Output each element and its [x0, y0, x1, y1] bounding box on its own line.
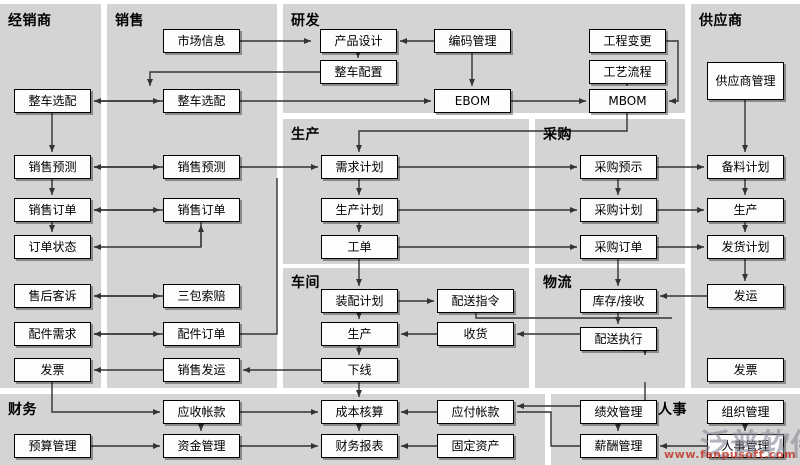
node-p-work-order[interactable]: 工单	[321, 235, 398, 259]
node-r-eng-change[interactable]: 工程变更	[589, 29, 666, 53]
node-d-after-sales[interactable]: 售后客诉	[14, 284, 91, 308]
node-w-delivery-order[interactable]: 配送指令	[437, 289, 514, 313]
node-s-sales-forecast[interactable]: 销售预测	[163, 155, 240, 179]
panel-title-hr: 人事	[658, 402, 687, 418]
node-w-offline[interactable]: 下线	[321, 358, 398, 382]
connector-s-sales-order-back-to-d-order-status	[94, 222, 202, 250]
node-p-prod-plan[interactable]: 生产计划	[321, 198, 398, 222]
panel-title-finance: 财务	[8, 402, 37, 418]
node-sup-invoice[interactable]: 发票	[707, 358, 784, 382]
panel-title-purchase: 采购	[543, 127, 572, 143]
node-s-vehicle-config[interactable]: 整车选配	[163, 89, 240, 113]
node-sup-material-plan[interactable]: 备料计划	[707, 155, 784, 179]
node-s-market-info[interactable]: 市场信息	[163, 29, 240, 53]
node-d-sales-order[interactable]: 销售订单	[14, 198, 91, 222]
node-d-sales-forecast[interactable]: 销售预测	[14, 155, 91, 179]
node-f-budget[interactable]: 预算管理	[14, 434, 91, 458]
node-f-fin-report[interactable]: 财务报表	[321, 434, 398, 458]
node-sup-production[interactable]: 生产	[707, 198, 784, 222]
node-f-ar[interactable]: 应收帐款	[163, 400, 240, 424]
node-l-delivery-exec[interactable]: 配送执行	[580, 327, 657, 351]
node-f-fund-mgmt[interactable]: 资金管理	[163, 434, 240, 458]
node-sup-ship-plan[interactable]: 发货计划	[707, 235, 784, 259]
node-r-code-mgmt[interactable]: 编码管理	[434, 29, 511, 53]
node-pu-order[interactable]: 采购订单	[580, 235, 657, 259]
connector-mbom-to-demand-to-p-demand-plan	[356, 113, 628, 152]
node-pu-plan[interactable]: 采购计划	[580, 198, 657, 222]
node-d-order-status[interactable]: 订单状态	[14, 235, 91, 259]
node-w-assembly-plan[interactable]: 装配计划	[321, 289, 398, 313]
node-r-mbom[interactable]: MBOM	[589, 89, 666, 113]
connector-r-eng-change-to-r-mbom	[666, 40, 679, 104]
node-h-salary-mgmt[interactable]: 薪酬管理	[580, 434, 657, 458]
panel-title-dealer: 经销商	[8, 13, 52, 29]
connector-r-vehicle-config-to-s-vehicle-config	[147, 71, 320, 86]
panel-title-rd: 研发	[291, 13, 320, 29]
node-w-receiving[interactable]: 收货	[437, 322, 514, 346]
connector-s-parts-order-to-right-bus	[240, 178, 278, 335]
node-d-invoice[interactable]: 发票	[14, 358, 91, 382]
panel-title-workshop: 车间	[291, 275, 320, 291]
node-h-org-mgmt[interactable]: 组织管理	[707, 400, 784, 424]
node-f-fixed-asset[interactable]: 固定资产	[437, 434, 514, 458]
node-s-sales-order[interactable]: 销售订单	[163, 198, 240, 222]
node-pu-forecast[interactable]: 采购预示	[580, 155, 657, 179]
node-r-product-design[interactable]: 产品设计	[320, 29, 397, 53]
panel-title-sales: 销售	[115, 13, 144, 29]
panel-title-supplier: 供应商	[699, 13, 743, 29]
node-l-stock-receive[interactable]: 库存/接收	[580, 289, 657, 313]
node-r-vehicle-config[interactable]: 整车配置	[320, 60, 397, 84]
node-h-person-mgmt[interactable]: 人事管理	[707, 434, 784, 458]
node-s-warranty-claim[interactable]: 三包索赔	[163, 284, 240, 308]
node-d-parts-demand[interactable]: 配件需求	[14, 322, 91, 346]
node-f-ap[interactable]: 应付帐款	[437, 400, 514, 424]
panel-title-production: 生产	[291, 127, 320, 143]
node-p-demand-plan[interactable]: 需求计划	[321, 155, 398, 179]
node-sup-mgmt[interactable]: 供应商管理	[707, 62, 784, 100]
node-s-parts-order[interactable]: 配件订单	[163, 322, 240, 346]
node-r-process-flow[interactable]: 工艺流程	[589, 60, 666, 84]
connector-w-delivery-order-to-l-delivery-exec	[475, 313, 672, 319]
connector-d-invoice-to-f-ar	[51, 382, 160, 415]
connector-h-salary-mgmt-to-f-left-bus	[517, 411, 580, 447]
node-r-ebom[interactable]: EBOM	[434, 89, 511, 113]
node-d-vehicle-config[interactable]: 整车选配	[14, 89, 91, 113]
node-w-production[interactable]: 生产	[321, 322, 398, 346]
node-f-cost-acct[interactable]: 成本核算	[321, 400, 398, 424]
node-s-sales-ship[interactable]: 销售发运	[163, 358, 240, 382]
node-h-perf-mgmt[interactable]: 绩效管理	[580, 400, 657, 424]
panel-title-logistics: 物流	[543, 275, 572, 291]
node-sup-shipping[interactable]: 发运	[707, 284, 784, 308]
